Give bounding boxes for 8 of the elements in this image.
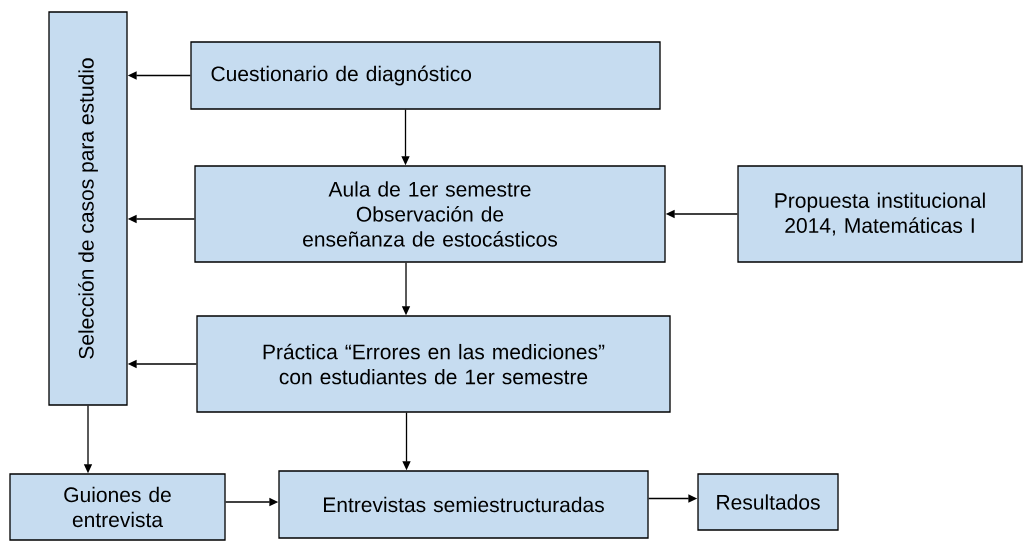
process-box: Práctica “Errores en las mediciones” con estudiantes de 1er semestre (196, 315, 671, 413)
process-box: Propuesta institucional 2014, Matemáticas I (737, 165, 1023, 263)
process-box: Entrevistas semiestructuradas (278, 470, 649, 539)
process-box: Cuestionario de diagnóstico (190, 41, 661, 110)
process-box: Guiones de entrevista (9, 473, 226, 541)
process-box: Selección de casos para estudio (48, 11, 128, 406)
process-box: Resultados (697, 473, 839, 531)
process-box: Aula de 1er semestre Observación de enseñanza de estocásticos (194, 165, 666, 263)
